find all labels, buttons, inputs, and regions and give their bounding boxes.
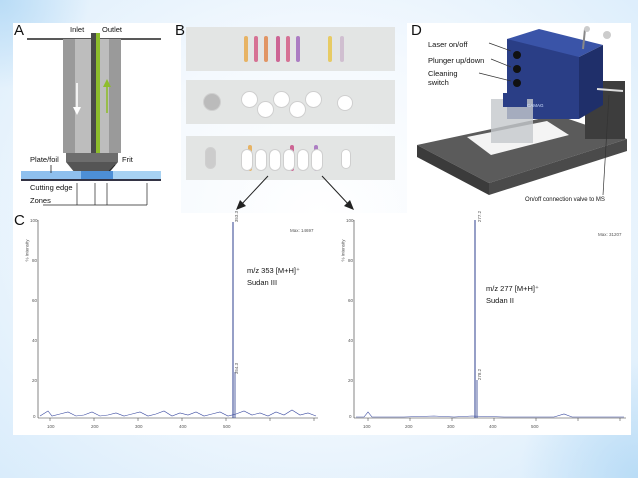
tlc-plate-oval-holes [186, 136, 395, 180]
cleaning-label-2: switch [428, 78, 449, 87]
valve-label: On/off connection valve to MS [525, 197, 605, 203]
extraction-hole [274, 92, 289, 107]
substance-zone [264, 36, 268, 62]
probe-drawing [21, 33, 161, 206]
extraction-hole [242, 92, 257, 107]
substance-zone [276, 36, 280, 62]
right-y-axis-label: % Intensity [340, 239, 346, 262]
extraction-hole [290, 102, 305, 117]
extraction-hole [342, 150, 350, 168]
panel-c-mass-spectra [13, 213, 631, 435]
right-xtick: 400 [489, 424, 497, 429]
right-ytick-80: 80 [348, 258, 354, 263]
tlc-plate-round-holes [186, 80, 395, 124]
right-max-tag: Max: 31207 [598, 232, 622, 237]
left-peak-low-label: 354.3 [234, 362, 240, 375]
outlet-label: Outlet [102, 25, 123, 34]
x-tick-marks [367, 418, 621, 421]
left-max-tag: Max: 14697 [290, 228, 314, 233]
baseline-noise [39, 409, 317, 417]
right-ytick-100: 100 [346, 218, 354, 223]
spectrum-right [353, 220, 626, 421]
frit-label: Frit [122, 155, 133, 164]
left-xtick: 500 [223, 424, 231, 429]
left-ytick-0: 0 [33, 414, 36, 419]
right-xtick: 500 [531, 424, 539, 429]
extraction-hole [270, 150, 280, 170]
zones-label: Zones [30, 196, 51, 205]
left-annotation-compound: Sudan III [247, 278, 278, 287]
substance-zone [328, 36, 332, 62]
extraction-hole [242, 150, 252, 170]
panel-c-label: C [14, 212, 25, 229]
right-ytick-40: 40 [348, 338, 354, 343]
x-tick-marks [49, 418, 315, 421]
cleaning-label-1: Cleaning [428, 69, 458, 78]
right-peak-top-label: 277.2 [477, 210, 483, 223]
right-xtick: 200 [405, 424, 413, 429]
extraction-hole [284, 150, 294, 170]
left-annotation-mz: m/z 353 [M+H]⁺ [247, 266, 300, 275]
panel-a-label: A [14, 22, 25, 39]
extraction-hole [256, 150, 266, 170]
right-ytick-20: 20 [348, 378, 354, 383]
plate-foil-label: Plate/foil [30, 155, 59, 164]
left-ytick-80: 80 [32, 258, 38, 263]
extraction-hole [312, 150, 322, 170]
cutting-edge-label: Cutting edge [30, 183, 73, 192]
extraction-hole [204, 94, 220, 110]
right-xtick: 100 [363, 424, 371, 429]
panel-b-label: B [175, 22, 186, 39]
plunger-label: Plunger up/down [428, 56, 485, 65]
instrument-drawing [417, 26, 627, 196]
extraction-hole [338, 96, 352, 110]
panel-d-instrument-photo: CAMAG [407, 23, 631, 213]
extraction-hole [258, 102, 273, 117]
right-peak-low-label: 278.2 [477, 368, 483, 381]
panel-a-probe-schematic [13, 23, 181, 213]
left-xtick: 400 [179, 424, 187, 429]
substance-zone [340, 36, 344, 62]
substance-zone [244, 36, 248, 62]
right-annotation-compound: Sudan II [486, 296, 514, 305]
extraction-hole [206, 148, 215, 168]
left-xtick: 200 [91, 424, 99, 429]
left-ytick-100: 100 [30, 218, 38, 223]
substance-zone [286, 36, 290, 62]
right-ytick-0: 0 [349, 414, 352, 419]
tlc-plate-developed [186, 27, 395, 71]
substance-zone [254, 36, 258, 62]
extraction-hole [298, 150, 308, 170]
baseline-noise [356, 411, 624, 418]
left-y-axis-label: % Intensity [24, 239, 30, 262]
left-peak-top-label: 353.3 [234, 210, 240, 223]
device-brand-text: CAMAG [527, 103, 544, 108]
substance-zone [296, 36, 300, 62]
panel-d-label: D [411, 22, 422, 39]
left-ytick-20: 20 [32, 378, 38, 383]
left-ytick-60: 60 [32, 298, 38, 303]
left-xtick: 300 [135, 424, 143, 429]
inlet-label: Inlet [70, 25, 85, 34]
spectrum-left [37, 220, 318, 421]
laser-label: Laser on/off [428, 40, 468, 49]
right-annotation-mz: m/z 277 [M+H]⁺ [486, 284, 539, 293]
right-xtick: 300 [447, 424, 455, 429]
left-ytick-40: 40 [32, 338, 38, 343]
extraction-hole [306, 92, 321, 107]
left-xtick: 100 [47, 424, 55, 429]
right-ytick-60: 60 [348, 298, 354, 303]
